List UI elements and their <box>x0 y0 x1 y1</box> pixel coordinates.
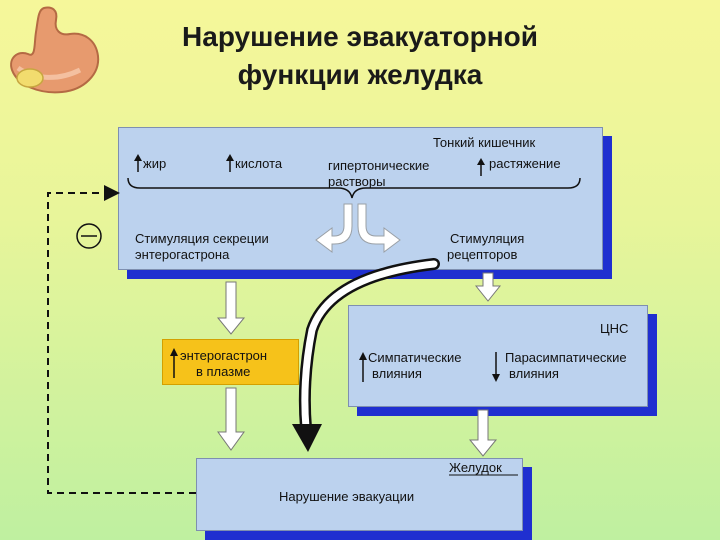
parasympathetic-label-2: влияния <box>509 366 559 381</box>
block-arrow-down <box>216 281 246 335</box>
receptor-stimulation-2: рецепторов <box>447 247 518 262</box>
dashed-feedback-line <box>47 185 196 494</box>
stomach-icon <box>10 6 100 94</box>
up-arrow-icon <box>359 352 367 382</box>
page-title: Нарушение эвакуаторной функции желудка <box>120 18 600 94</box>
up-arrow-icon <box>134 154 142 172</box>
brace <box>127 177 581 199</box>
fat-label: жир <box>143 156 167 171</box>
receptor-stimulation-1: Стимуляция <box>450 231 525 246</box>
stomach-box <box>196 458 523 531</box>
distension-label: растяжение <box>489 156 561 171</box>
hypertonic-label-1: гипертонические <box>328 158 430 173</box>
title-line-2: функции желудка <box>237 59 483 90</box>
stomach-header: Желудок <box>449 460 502 475</box>
acid-label: кислота <box>235 156 283 171</box>
block-arrow-down <box>217 387 245 451</box>
enterogastrone-secretion-1: Стимуляция секреции <box>135 231 269 246</box>
down-arrow-icon <box>492 352 500 382</box>
plasma-enterogastrone-box <box>162 339 299 385</box>
title-line-1: Нарушение эвакуаторной <box>182 21 538 52</box>
cns-box <box>348 305 648 407</box>
cns-header: ЦНС <box>600 321 629 336</box>
up-arrow-icon <box>477 158 485 176</box>
plasma-label-1: энтерогастрон <box>180 348 268 363</box>
plasma-label-2: в плазме <box>196 364 251 379</box>
up-arrow-icon <box>170 348 178 378</box>
evacuation-disorder-label: Нарушение эвакуации <box>279 489 415 504</box>
block-arrow-down <box>468 409 498 457</box>
block-arrow-down <box>474 272 502 302</box>
sympathetic-label-1: Симпатические <box>368 350 462 365</box>
up-arrow-icon <box>226 154 234 172</box>
small-intestine-box <box>118 127 603 270</box>
split-arrow <box>315 203 401 253</box>
minus-circle-icon <box>76 223 102 249</box>
curved-arrow <box>292 258 440 452</box>
sympathetic-label-2: влияния <box>372 366 422 381</box>
enterogastrone-secretion-2: энтерогастрона <box>135 247 230 262</box>
hypertonic-label-2: растворы <box>328 174 386 189</box>
parasympathetic-label-1: Парасимпатические <box>505 350 627 365</box>
small-intestine-header: Тонкий кишечник <box>433 135 536 150</box>
